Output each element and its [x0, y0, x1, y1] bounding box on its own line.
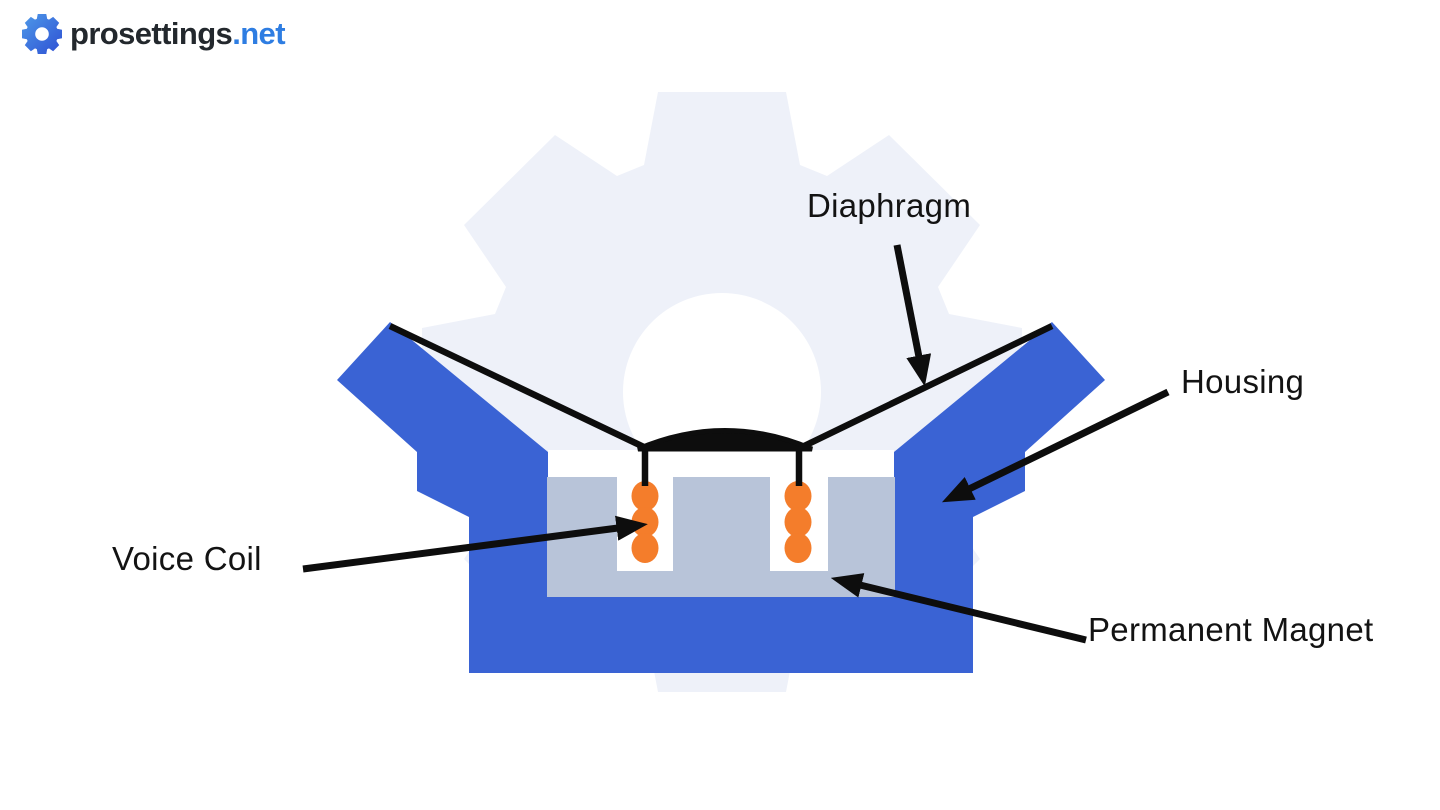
label-permanent-magnet: Permanent Magnet	[1088, 611, 1374, 648]
arrow-housing	[941, 388, 1170, 503]
housing-shape	[337, 322, 1105, 673]
housing-interior-gap	[548, 450, 894, 478]
callout-arrows	[302, 244, 1170, 644]
logo-brand-name: prosettings	[70, 16, 233, 51]
coil-dot	[631, 533, 659, 563]
logo-tld: .net	[232, 16, 285, 51]
coil-dot	[631, 507, 659, 537]
diaphragm-dome	[637, 428, 813, 452]
diaphragm-line-right	[798, 323, 1054, 451]
voice-coil-right	[784, 481, 812, 563]
arrow-diaphragm	[893, 244, 932, 387]
logo-gear-hole	[35, 27, 49, 41]
coil-dot	[784, 481, 812, 511]
magnet-shape	[547, 477, 895, 597]
voice-coil-left	[631, 481, 659, 563]
arrow-voice-coil	[302, 515, 648, 573]
arrow-permanent-magnet	[830, 573, 1087, 644]
diaphragm-line-left	[388, 323, 648, 451]
coil-dot	[784, 533, 812, 563]
logo-text: prosettings.net	[70, 14, 286, 54]
label-diaphragm: Diaphragm	[807, 187, 972, 224]
label-housing: Housing	[1181, 363, 1305, 400]
site-logo[interactable]: prosettings.net	[22, 14, 286, 54]
logo-gear-icon	[22, 14, 62, 54]
diaphragm-lines	[388, 323, 1054, 486]
coil-dot	[784, 507, 812, 537]
label-voice-coil: Voice Coil	[112, 540, 262, 577]
coil-dot	[631, 481, 659, 511]
